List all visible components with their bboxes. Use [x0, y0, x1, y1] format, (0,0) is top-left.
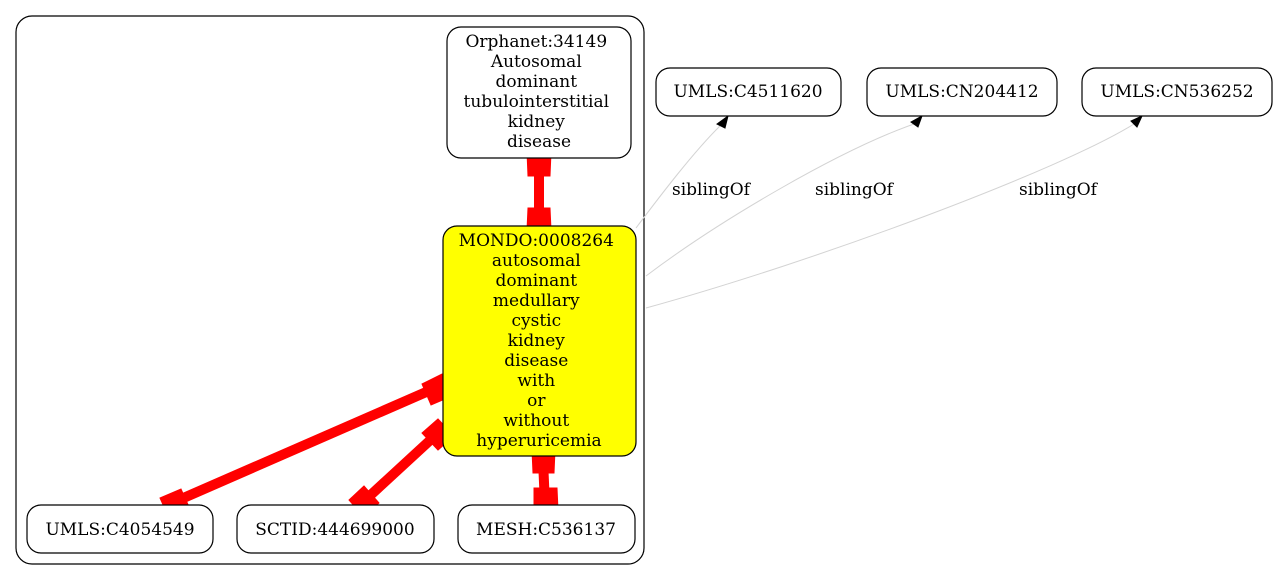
edge-mondo-sctid — [358, 429, 442, 507]
node-umls-c4054549[interactable]: UMLS:C4054549 — [26, 504, 214, 554]
node-mondo-0008264[interactable]: MONDO:0008264 autosomal dominant medulla… — [442, 225, 637, 457]
mondo-line-9: or — [527, 391, 546, 411]
sibling-label-2: siblingOf — [815, 180, 895, 200]
node-umls-cn204412[interactable]: UMLS:CN204412 — [866, 67, 1058, 117]
node-umls-c4511620[interactable]: UMLS:C4511620 — [655, 67, 842, 117]
sibling-edge-cn536252 — [645, 123, 1135, 309]
umls-c4511620-label: UMLS:C4511620 — [673, 82, 822, 102]
sctid-label: SCTID:444699000 — [255, 520, 414, 540]
orphanet-line-1: Orphanet:34149 — [465, 32, 607, 52]
node-orphanet-34149[interactable]: Orphanet:34149 Autosomal dominant tubulo… — [446, 26, 632, 159]
mondo-line-3: dominant — [496, 271, 578, 291]
svg-text:Orphanet:34149 Autosomal: Orphanet:34149 Autosomal dominant tubulo… — [464, 32, 615, 152]
arrowhead-cn536252 — [1130, 114, 1144, 128]
orphanet-line-4: tubulointerstitial — [464, 92, 610, 112]
node-mesh-c536137[interactable]: MESH:C536137 — [457, 504, 636, 554]
mondo-line-7: disease — [504, 351, 568, 371]
mondo-line-11: hyperuricemia — [476, 431, 601, 451]
umls-cn536252-label: UMLS:CN536252 — [1100, 82, 1253, 102]
orphanet-line-6: disease — [507, 132, 571, 152]
sibling-edge-c4511620 — [635, 123, 723, 229]
umls-cn204412-label: UMLS:CN204412 — [885, 82, 1038, 102]
orphanet-line-5: kidney — [508, 112, 566, 132]
mondo-line-10: without — [503, 411, 569, 431]
mondo-line-4: medullary — [493, 291, 580, 311]
mondo-line-8: with — [517, 371, 555, 391]
arrowhead-cn204412 — [910, 114, 923, 128]
cluster-box — [15, 15, 645, 565]
mondo-line-5: cystic — [511, 311, 561, 331]
edge-mondo-umls-c4054549 — [169, 381, 443, 508]
node-sctid-444699000[interactable]: SCTID:444699000 — [236, 504, 435, 554]
sibling-arrowheads — [716, 114, 1144, 129]
mondo-line-1: MONDO:0008264 — [459, 231, 614, 251]
node-umls-cn536252[interactable]: UMLS:CN536252 — [1081, 67, 1273, 117]
arrowhead-c4511620 — [716, 114, 729, 129]
sibling-label-3: siblingOf — [1019, 180, 1099, 200]
umls-c4054549-label: UMLS:C4054549 — [45, 520, 194, 540]
mesh-label: MESH:C536137 — [476, 520, 616, 540]
mondo-line-6: kidney — [508, 331, 566, 351]
sibling-edge-cn204412 — [645, 123, 915, 277]
sibling-edges — [635, 123, 1135, 309]
svg-text:MONDO:0008264 autosomal: MONDO:0008264 autosomal dominant medulla… — [459, 231, 620, 451]
orphanet-line-3: dominant — [496, 72, 578, 92]
mondo-line-2: autosomal — [492, 251, 581, 271]
sibling-label-1: siblingOf — [672, 180, 752, 200]
orphanet-line-2: Autosomal — [490, 52, 582, 72]
